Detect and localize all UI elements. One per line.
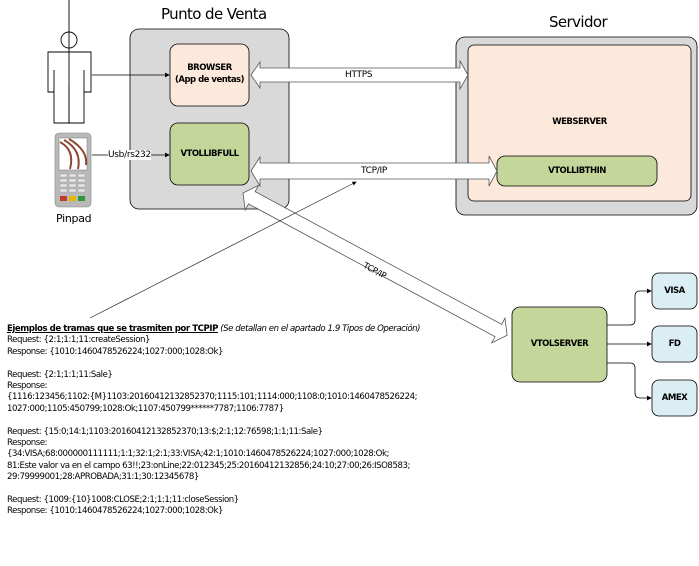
vtolibfull-box [169, 122, 250, 186]
example-block-3: Request: {15:0;14:1;1103:201604121328523… [7, 427, 527, 484]
examples-text-block: Ejemplos de tramas que se trasmiten por … [7, 324, 527, 518]
browser-label-line1: BROWSER [187, 63, 232, 73]
example-line: Request: {1009:{10}1008:CLOSE;2:1;1:1;11… [7, 495, 239, 506]
example-line: Response: [7, 381, 48, 392]
https-arrow [250, 59, 469, 91]
amex-box [651, 379, 698, 417]
vtolibthin-label: VTOLLIBTHIN [548, 166, 606, 176]
pinpad-label: Pinpad [56, 212, 92, 225]
browser-box [169, 43, 250, 107]
vtolibfull-label: VTOLLIBFULL [180, 149, 239, 159]
example-line: 1027:000;1105:450799;1028:Ok;1107:450799… [7, 403, 284, 414]
example-line: 81:Este valor va en el campo 63!!;23:onL… [7, 460, 410, 471]
example-line: Response: [7, 438, 48, 449]
example-block-1: Request: {2:1;1:1;11:createSession} Resp… [7, 335, 527, 358]
example-line: Request: {2:1;1:1;11:createSession} [7, 335, 151, 346]
example-line: Response: {1010:1460478526224;1027:000;1… [7, 346, 223, 357]
tcpip-diagonal-arrow [242, 184, 508, 344]
examples-note: (Se detallan en el apartado 1.9 Tipos de… [220, 324, 421, 334]
connector-visa [607, 288, 652, 326]
example-line: Request: {15:0;14:1;1103:201604121328523… [7, 426, 323, 437]
tcpip-top-arrow [250, 155, 498, 188]
pinpad-icon [54, 132, 92, 208]
example-line: {34:VISA;68:000000111111;1:1;32:1;2:1;33… [7, 449, 389, 460]
https-label: HTTPS [345, 70, 373, 80]
pos-group-title: Punto de Venta [161, 5, 267, 23]
example-block-4: Request: {1009:{10}1008:CLOSE;2:1;1:1;11… [7, 495, 527, 518]
example-line: Response: {1010:1460478526224;1027:000;1… [7, 506, 223, 517]
browser-label-line2: (App de ventas) [175, 75, 245, 85]
pointer-line [89, 181, 357, 319]
webserver-label: WEBSERVER [552, 117, 607, 127]
visa-label: VISA [664, 286, 685, 296]
vtolserver-label: VTOLSERVER [530, 339, 589, 349]
example-line: {1116:123456;1102:{M}1103:20160412132852… [7, 392, 418, 403]
examples-heading-line: Ejemplos de tramas que se trasmiten por … [7, 324, 527, 335]
fd-box [651, 325, 698, 363]
amex-label: AMEX [661, 393, 688, 403]
example-block-2: Request: {2:1;1:1;11:Sale} Response: {11… [7, 370, 527, 416]
usb-label: Usb/rs232 [108, 150, 151, 160]
fd-label: FD [668, 339, 681, 349]
connector-amex [607, 362, 652, 401]
browser-label: BROWSER (App de ventas) [170, 62, 249, 86]
vtolserver-box [511, 306, 608, 383]
tcpip-top-label: TCP/IP [361, 166, 387, 176]
visa-box [651, 272, 698, 310]
examples-heading: Ejemplos de tramas que se trasmiten por … [7, 324, 218, 334]
example-line: 29:79999001;28:APROBADA;31:1;30:12345678… [7, 472, 199, 483]
user-icon [47, 0, 92, 124]
server-group-title: Servidor [549, 13, 608, 31]
example-line: Request: {2:1;1:1;11:Sale} [7, 369, 113, 380]
